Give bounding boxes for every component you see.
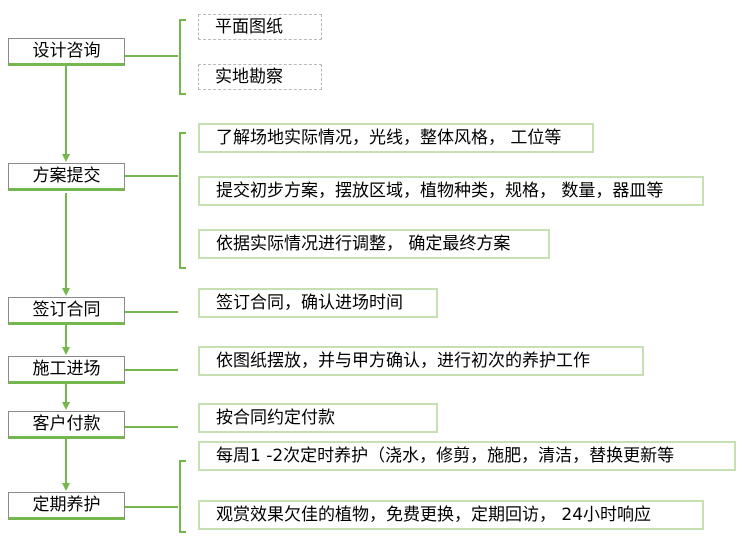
link-bracket-0 xyxy=(125,19,186,95)
step-arrows xyxy=(62,66,70,491)
note-placement-maintenance: 依图纸摆放，并与甲方确认，进行初次的养护工作 xyxy=(198,346,644,376)
arrow-head-0 xyxy=(62,154,70,162)
note-understand-site: 了解场地实际情况，光线，整体风格， 工位等 xyxy=(198,123,594,153)
note-floor-plan: 平面图纸 xyxy=(198,14,322,40)
link-bracket-1 xyxy=(125,132,186,269)
note-contract-entry-time: 签订合同，确认进场时间 xyxy=(198,288,438,318)
note-payment-terms: 按合同约定付款 xyxy=(198,403,438,433)
arrow-head-4 xyxy=(62,483,70,491)
note-final-proposal: 依据实际情况进行调整， 确定最终方案 xyxy=(198,229,550,259)
step-box: 客户付款 xyxy=(8,411,125,439)
step-box: 签订合同 xyxy=(8,297,125,325)
step-note-links xyxy=(125,19,186,533)
arrow-head-2 xyxy=(62,347,70,355)
step-box: 设计咨询 xyxy=(8,38,125,66)
step-box: 定期养护 xyxy=(8,492,125,520)
arrow-head-1 xyxy=(62,288,70,296)
note-initial-proposal: 提交初步方案，摆放区域，植物种类，规格， 数量，器皿等 xyxy=(198,176,704,206)
note-site-survey: 实地勘察 xyxy=(198,64,322,90)
note-free-replacement: 观赏效果欠佳的植物，免费更换，定期回访， 24小时响应 xyxy=(198,500,704,530)
link-bracket-5 xyxy=(125,460,186,533)
arrow-head-3 xyxy=(62,402,70,410)
step-box: 方案提交 xyxy=(8,163,125,191)
note-weekly-maintenance: 每周1 -2次定时养护（浇水，修剪，施肥，清洁，替换更新等 xyxy=(198,441,736,471)
step-box: 施工进场 xyxy=(8,356,125,384)
